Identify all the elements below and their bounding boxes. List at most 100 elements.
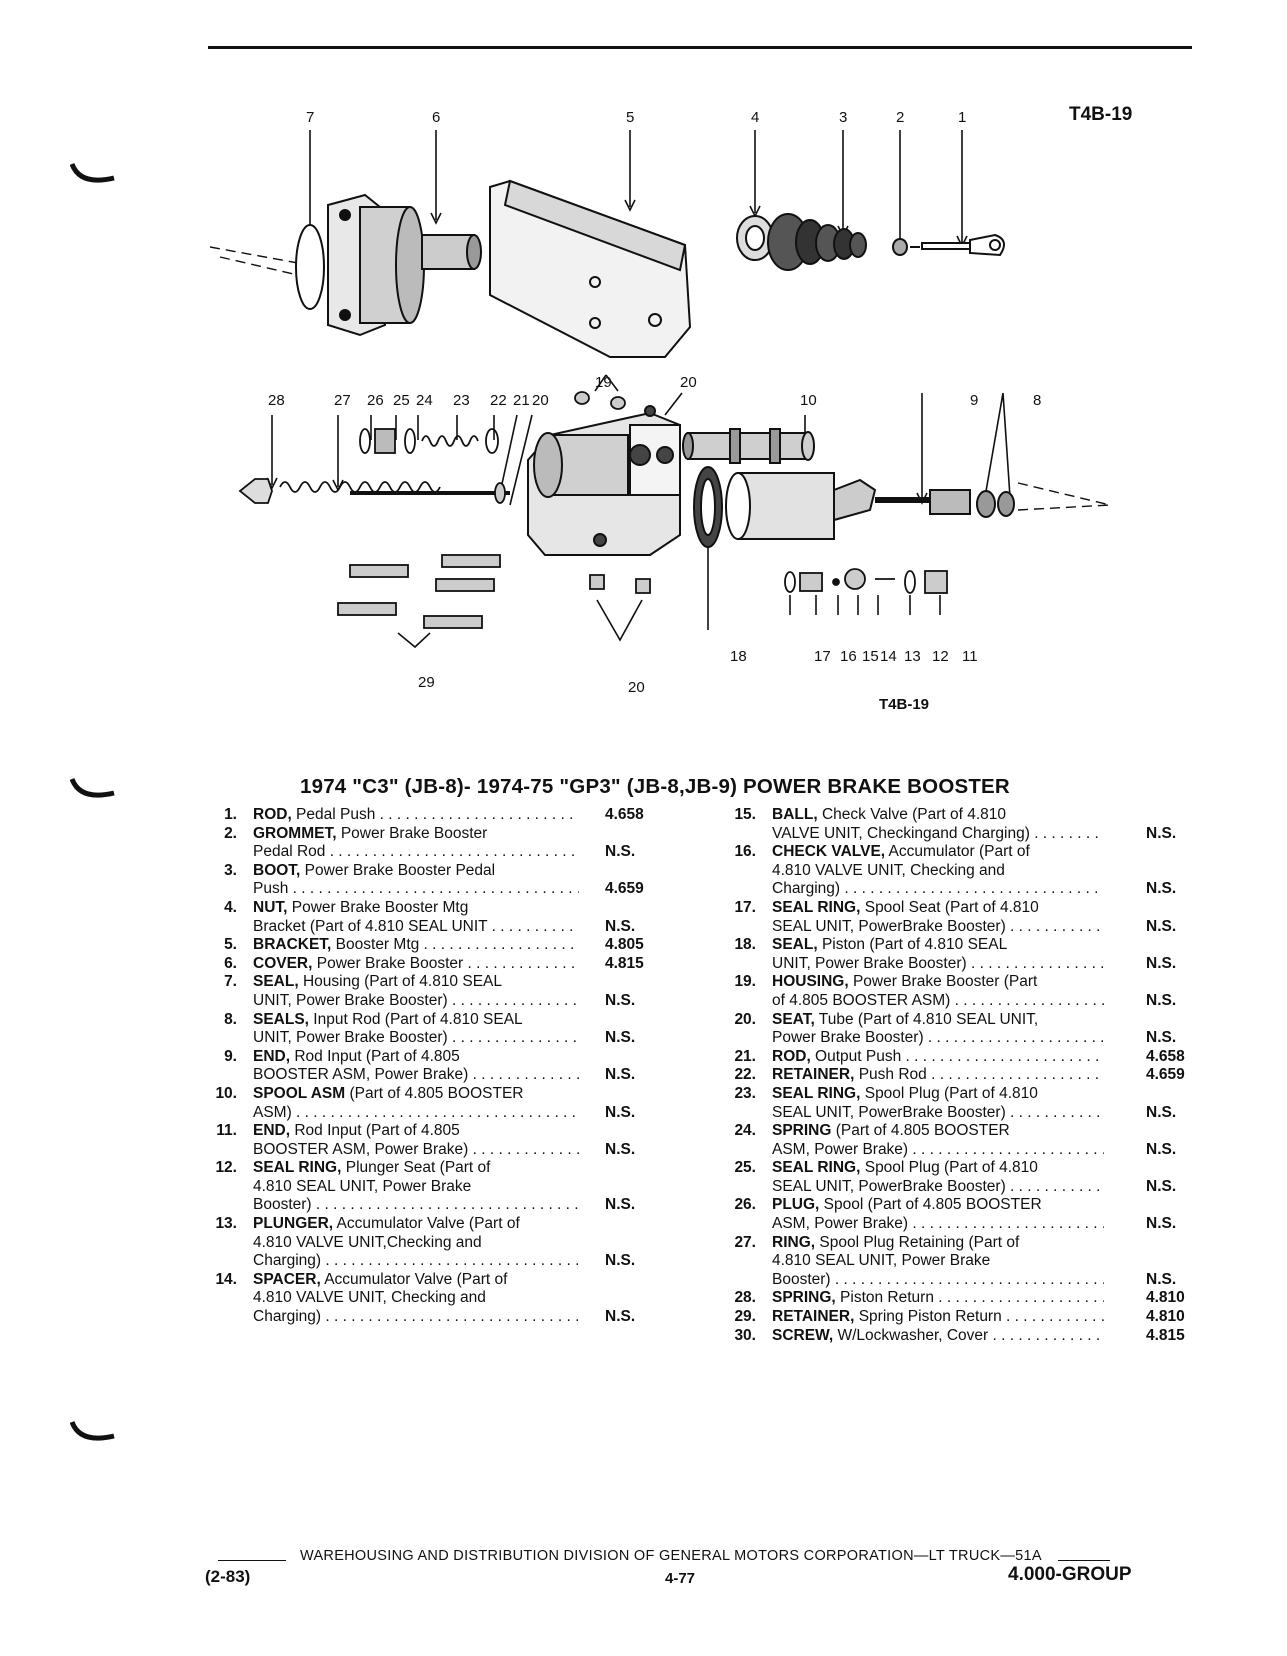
part-name: GROMMET, [253,824,337,842]
part-detail: VALVE UNIT, Checkingand Charging) [772,824,1030,842]
part-name: NUT, [253,898,288,916]
group-reference: N.S. [605,1140,636,1158]
group-reference: N.S. [1146,1103,1177,1121]
part-detail: Output Push [810,1047,902,1065]
dot-leader: . . . . . . . . . . . . . . . . . . . . … [467,954,580,972]
part-detail: of 4.805 BOOSTER ASM) [772,991,951,1009]
part-entry: 22.RETAINER, Push Rod . . . . . . . . . … [720,1066,1220,1085]
callout-10: 10 [800,392,817,409]
part-detail: UNIT, Power Brake Booster) [253,1029,448,1047]
part-number: 5. [224,936,237,954]
part-number: 18. [734,936,756,954]
dot-leader: . . . . . . . . . . . . . . . . . . . . … [472,1066,579,1084]
part-name: SEAL RING, [772,1159,861,1177]
part-name: PLUNGER, [253,1215,334,1233]
part-detail: Rod Input (Part of 4.805 [290,1047,460,1065]
callout-7: 7 [306,109,314,126]
part-detail: SEAL UNIT, PowerBrake Booster) [772,917,1006,935]
part-detail: UNIT, Power Brake Booster) [772,954,967,972]
part-detail: ASM, Power Brake) [772,1140,909,1158]
part-detail: Input Rod (Part of 4.810 SEAL [308,1010,523,1028]
part-number: 28. [734,1289,756,1307]
part-detail: Check Valve (Part of 4.810 [817,806,1007,823]
part-number: 7. [224,973,237,991]
part-description: RETAINER, Spring Piston Return . . . . .… [772,1308,1104,1327]
part-detail: 4.810 SEAL UNIT, Power Brake [772,1252,991,1270]
part-entry: 21.ROD, Output Push . . . . . . . . . . … [720,1048,1220,1067]
part-detail: Pedal Rod [253,843,326,861]
part-name: END, [253,1047,291,1065]
footer-page-number: 4-77 [665,1570,696,1587]
boot-part [767,213,867,271]
callout-4: 4 [751,109,759,126]
group-reference: N.S. [1146,1215,1177,1233]
part-name: BOOT, [253,861,301,879]
part-description: SEAT, Tube (Part of 4.810 SEAL UNIT,Powe… [772,1011,1104,1048]
dot-leader: . . . . . . . . . . . . . . . . . . . . … [1010,917,1104,935]
callout-25: 24 [416,392,433,409]
dot-leader: . . . . . . . . . . . . . . . . . . . . … [325,1252,579,1270]
group-reference: 4.810 [1146,1289,1185,1307]
group-reference: N.S. [1146,1270,1177,1288]
part-name: SEAL RING, [253,1159,342,1177]
part-detail: BOOSTER ASM, Power Brake) [253,1066,469,1084]
dot-leader: . . . . . . . . . . . . . . . . . . . . … [379,806,579,823]
part-description: ROD, Pedal Push . . . . . . . . . . . . … [253,806,579,825]
part-number: 24. [734,1122,756,1140]
part-name: END, [253,1122,291,1140]
part-name: SEALS, [253,1010,309,1028]
part-number: 6. [224,954,237,972]
dot-leader: . . . . . . . . . . . . . . . . . . . . … [970,954,1104,972]
group-reference: 4.658 [605,806,644,823]
dot-leader: . . . . . . . . . . . . . . . . . . . . … [912,1140,1104,1158]
dot-leader: . . . . . . . . . . . . . . . . . . . . … [844,880,1104,898]
tube-seat-parts [574,391,651,594]
part-number: 10. [215,1084,237,1102]
dot-leader: . . . . . . . . . . . . . . . . . . . . … [912,1215,1104,1233]
callout-9: 9 [970,392,978,409]
part-detail: 4.810 VALVE UNIT, Checking and [253,1289,486,1307]
footer-source-line: WAREHOUSING AND DISTRIBUTION DIVISION OF… [300,1548,1042,1564]
part-detail: 4.810 VALVE UNIT,Checking and [253,1233,482,1251]
valve-small-parts [784,568,948,594]
part-detail: Power Brake Booster [336,824,488,842]
part-number: 21. [734,1047,756,1065]
bracket-part [489,179,692,358]
spring-retainer-parts [238,428,510,504]
top-rule [208,46,1192,49]
group-reference: N.S. [605,1066,636,1084]
dot-leader: . . . . . . . . . . . . . . . . . . . . … [931,1066,1104,1084]
dot-leader: . . . . . . . . . . . . . . . . . . . . … [451,991,579,1009]
group-reference: N.S. [1146,991,1177,1009]
callout-1: 1 [958,109,966,126]
callout-24: 23 [453,392,470,409]
part-name: SEAL RING, [772,1084,861,1102]
callout-2: 2 [896,109,904,126]
part-detail: Spool Plug (Part of 4.810 [860,1084,1038,1102]
part-name: SPRING, [772,1289,836,1307]
cover-screws [337,554,501,629]
part-entry: 5. BRACKET, Booster Mtg . . . . . . . . .… [205,936,683,955]
part-name: SEAL, [253,973,299,991]
dot-leader: . . . . . . . . . . . . . . . . . . . . … [292,880,579,898]
dot-leader: . . . . . . . . . . . . . . . . . . . . … [1006,1308,1104,1326]
dot-leader: . . . . . . . . . . . . . . . . . . . . … [905,1047,1104,1065]
part-description: BRACKET, Booster Mtg . . . . . . . . . .… [253,936,579,955]
part-name: BRACKET, [253,936,332,954]
part-name: SCREW, [772,1326,834,1344]
part-detail: Spool (Part of 4.805 BOOSTER [819,1196,1042,1214]
callout-11: 11 [962,648,978,665]
part-name: CHECK VALVE, [772,843,886,861]
group-reference: N.S. [605,1103,636,1121]
